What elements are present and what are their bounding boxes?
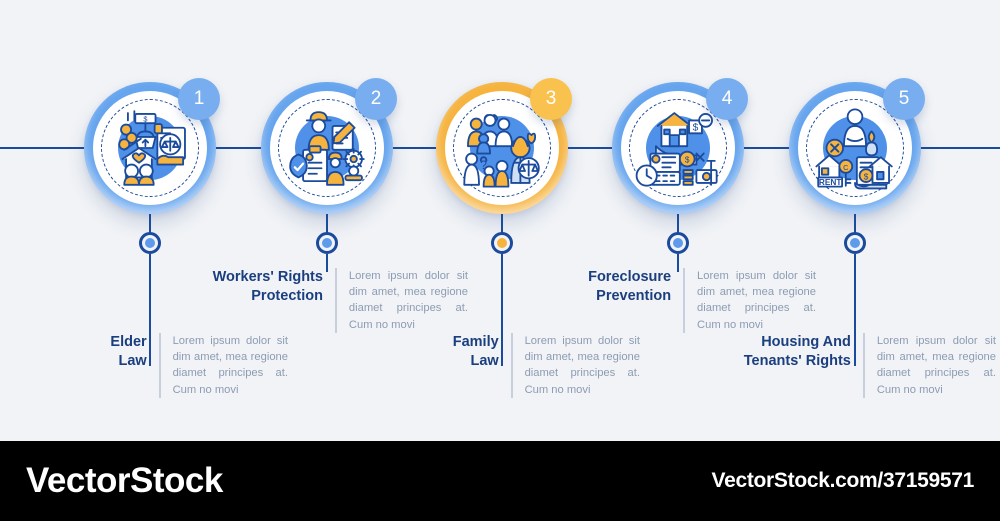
step-text-divider-4	[683, 268, 686, 333]
svg-text:$: $	[685, 156, 690, 165]
watermark-url: VectorStock.com/37159571	[711, 469, 975, 492]
step-text-5: Housing And Tenants' Rights Lorem ipsum …	[718, 333, 996, 398]
step-ring-3: ?	[436, 82, 568, 214]
step-body-3: Lorem ipsum dolor sit dim amet, mea regi…	[524, 335, 640, 396]
svg-text:$: $	[143, 114, 147, 123]
svg-text:RENT: RENT	[819, 178, 842, 187]
step-ring-5: RENT C $	[789, 82, 921, 214]
svg-text:$: $	[693, 123, 699, 134]
step-stem-4	[677, 214, 679, 244]
step-body-4: Lorem ipsum dolor sit dim amet, mea regi…	[697, 270, 816, 331]
step-text-1: Elder Law Lorem ipsum dolor sit dim amet…	[88, 333, 288, 398]
step-number-1: 1	[193, 88, 205, 109]
step-dot-4[interactable]	[667, 232, 689, 254]
watermark-brand: VectorStock	[26, 461, 223, 500]
step-text-2: Workers' Rights Protection Lorem ipsum d…	[198, 268, 468, 333]
step-badge-2: 2	[355, 78, 397, 120]
svg-text:?: ?	[480, 158, 487, 172]
step-number-5: 5	[898, 88, 910, 109]
step-stem-lower-5	[854, 254, 856, 366]
step-text-divider-1	[158, 333, 161, 398]
step-node-3[interactable]: ? 3	[436, 78, 572, 214]
step-ring-4: $ $	[612, 82, 744, 214]
step-stem-lower-4	[677, 254, 679, 272]
step-title-1: Elder Law	[110, 334, 147, 369]
step-ring-2	[261, 82, 393, 214]
step-text-divider-2	[334, 268, 337, 333]
family-group-scales-icon: ?	[463, 113, 540, 188]
step-stem-3	[501, 214, 503, 244]
watermark-footer: VectorStock VectorStock.com/37159571	[0, 441, 1000, 521]
step-text-divider-5	[862, 333, 865, 398]
step-badge-4: 4	[706, 78, 748, 120]
svg-text:C: C	[843, 163, 849, 172]
step-number-2: 2	[370, 88, 382, 109]
step-number-3: 3	[545, 88, 557, 109]
step-dot-2[interactable]	[316, 232, 338, 254]
step-dot-1[interactable]	[139, 232, 161, 254]
step-text-3: Family Law Lorem ipsum dolor sit dim ame…	[440, 333, 640, 398]
step-dashed-ring-4	[629, 99, 727, 197]
step-badge-5: 5	[883, 78, 925, 120]
step-text-divider-3	[510, 333, 513, 398]
step-node-1[interactable]: $	[84, 78, 220, 214]
svg-text:$: $	[864, 172, 869, 181]
step-body-1: Lorem ipsum dolor sit dim amet, mea regi…	[172, 335, 288, 396]
step-node-2[interactable]: 2	[261, 78, 397, 214]
step-stem-2	[326, 214, 328, 244]
step-badge-1: 1	[178, 78, 220, 120]
step-dashed-ring-2	[278, 99, 376, 197]
step-dashed-ring-3	[453, 99, 551, 197]
step-title-3: Family Law	[452, 334, 499, 369]
rent-house-key-icon: RENT C $	[815, 108, 893, 190]
construction-worker-clipboard-icon	[289, 111, 365, 186]
step-number-4: 4	[721, 88, 733, 109]
elderly-couple-home-finance-icon: $	[118, 110, 186, 186]
step-stem-1	[149, 214, 151, 244]
step-dashed-ring-1	[101, 99, 199, 197]
step-dot-5[interactable]	[844, 232, 866, 254]
step-body-2: Lorem ipsum dolor sit dim amet, mea regi…	[348, 270, 468, 331]
step-text-4: Foreclosure Prevention Lorem ipsum dolor…	[558, 268, 816, 333]
step-dashed-ring-5	[806, 99, 904, 197]
step-node-5[interactable]: RENT C $ 5	[789, 78, 925, 214]
step-dot-3[interactable]	[491, 232, 513, 254]
step-title-2: Workers' Rights Protection	[212, 269, 323, 304]
step-stem-lower-1	[149, 254, 151, 366]
step-badge-3: 3	[530, 78, 572, 120]
step-body-5: Lorem ipsum dolor sit dim amet, mea regi…	[876, 335, 996, 396]
infographic-canvas: $	[0, 78, 1000, 398]
house-money-calendar-icon: $ $	[635, 112, 718, 187]
step-title-5: Housing And Tenants' Rights	[743, 334, 851, 369]
step-stem-5	[854, 214, 856, 244]
step-stem-lower-2	[326, 254, 328, 272]
step-node-4[interactable]: $ $	[612, 78, 748, 214]
step-title-4: Foreclosure Prevention	[588, 269, 672, 304]
step-stem-lower-3	[501, 254, 503, 366]
